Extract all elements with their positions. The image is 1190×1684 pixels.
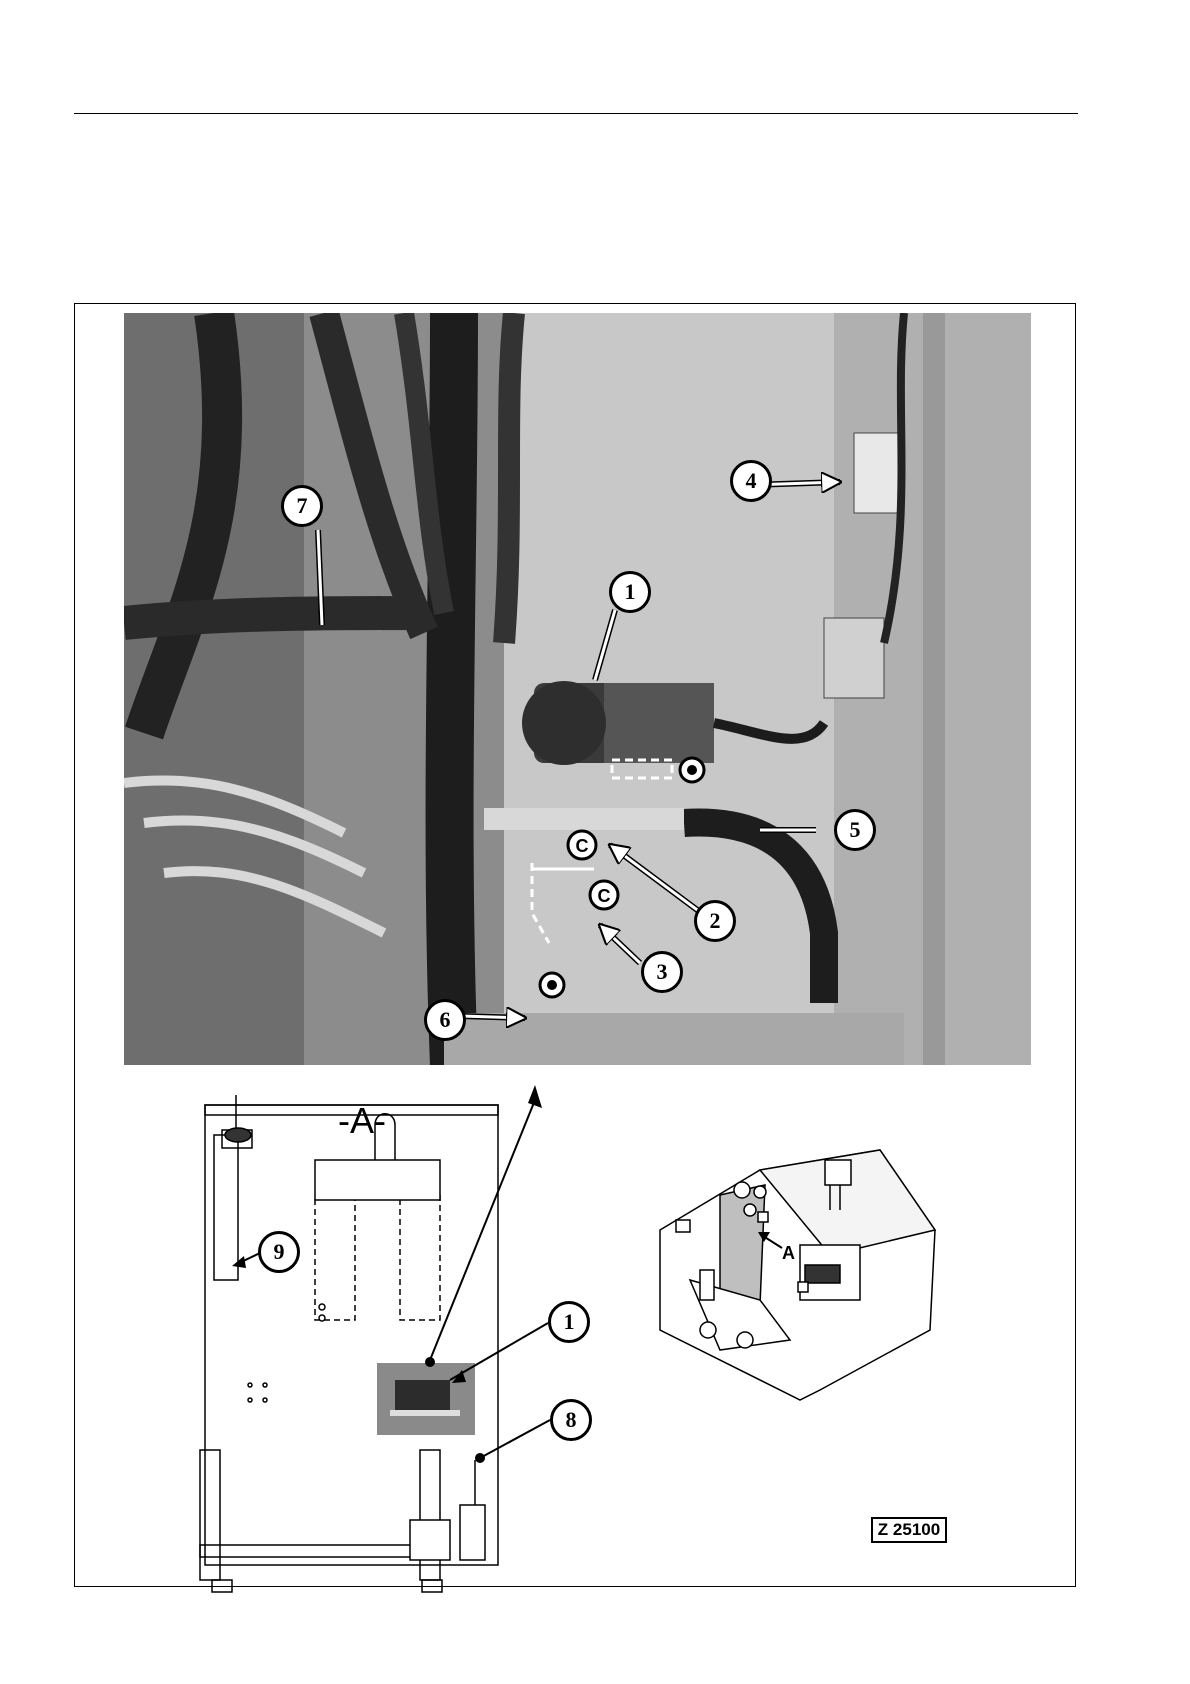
callout-1: 1 <box>609 571 651 613</box>
svg-text:C: C <box>598 886 611 906</box>
callout-7: 7 <box>281 485 323 527</box>
component-photo: C C <box>124 313 1031 1065</box>
callout-2: 2 <box>694 900 736 942</box>
callout-9: 9 <box>258 1231 300 1273</box>
callout-1-drawing: 1 <box>548 1301 590 1343</box>
view-label: -A- <box>338 1100 386 1142</box>
reference-code: Z 25100 <box>871 1517 947 1543</box>
callout-8: 8 <box>550 1399 592 1441</box>
callout-3: 3 <box>641 951 683 993</box>
photo-drawing: C C <box>124 313 1031 1065</box>
svg-text:C: C <box>576 836 589 856</box>
callout-4: 4 <box>730 460 772 502</box>
iso-view-label: A <box>782 1243 795 1264</box>
callout-5: 5 <box>834 809 876 851</box>
callout-6: 6 <box>424 999 466 1041</box>
header-rule <box>74 113 1078 114</box>
